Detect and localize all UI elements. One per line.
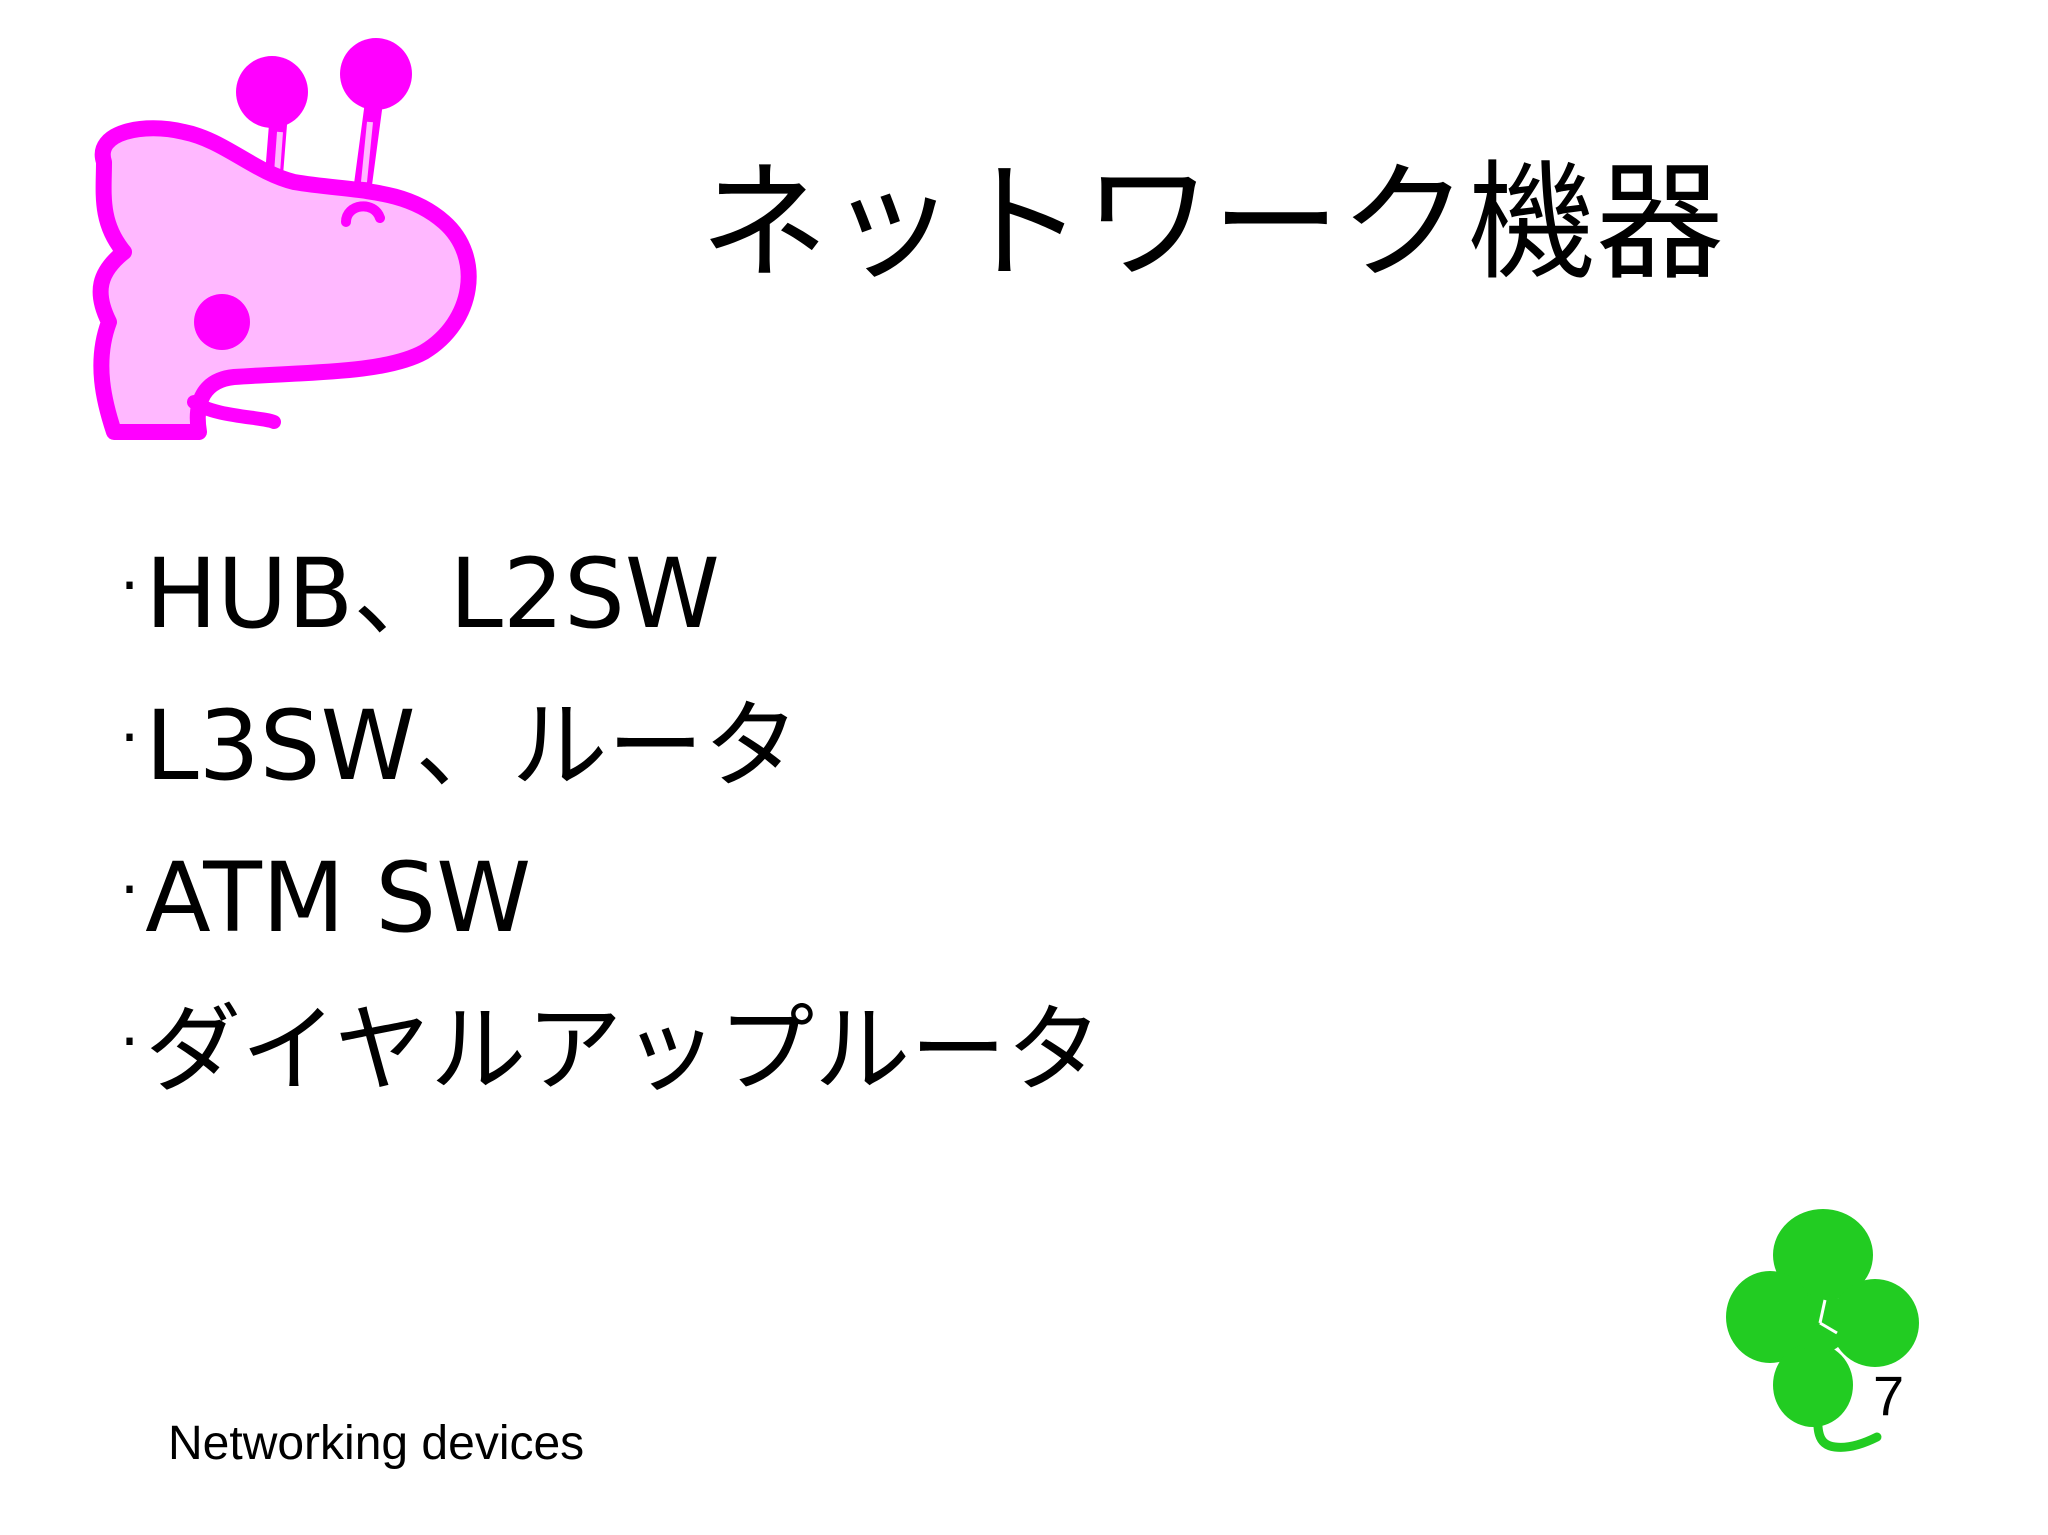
bullet-text: HUB、L2SW xyxy=(145,538,720,650)
bullet-text: ダイヤルアップルータ xyxy=(145,994,1103,1106)
bullet-marker: · xyxy=(120,551,140,621)
bullet-marker: · xyxy=(120,703,140,773)
bullet-list: · HUB、L2SW · L3SW、ルータ · ATM SW · ダイヤルアップ… xyxy=(120,518,1102,1126)
bullet-item: · HUB、L2SW xyxy=(120,518,1102,670)
giraffe-drawing-icon xyxy=(92,38,477,440)
clover-drawing-icon xyxy=(1726,1209,1919,1452)
bullet-item: · ATM SW xyxy=(120,822,1102,974)
bullet-text: L3SW、ルータ xyxy=(145,690,800,802)
bullet-text: ATM SW xyxy=(145,842,532,954)
footer-text: Networking devices xyxy=(168,1417,585,1470)
bullet-item: · ダイヤルアップルータ xyxy=(120,974,1102,1126)
slide-title: ネットワーク機器 xyxy=(700,149,1725,298)
bullet-marker: · xyxy=(120,855,140,925)
page-number: 7 xyxy=(1873,1364,1905,1427)
bullet-marker: · xyxy=(120,1007,140,1077)
bullet-item: · L3SW、ルータ xyxy=(120,670,1102,822)
